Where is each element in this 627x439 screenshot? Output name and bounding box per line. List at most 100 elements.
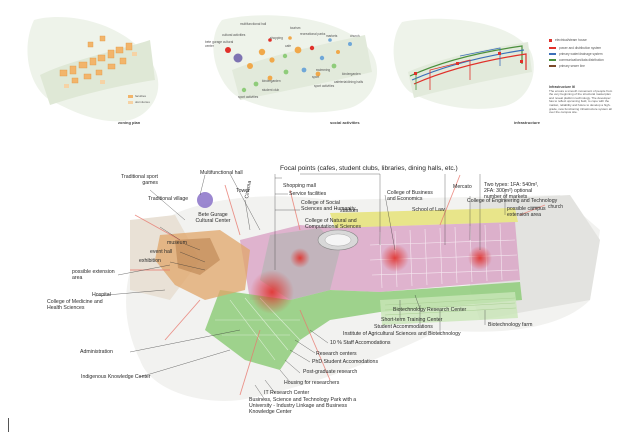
- label-stadium: stadium: [340, 208, 359, 214]
- infra-legend-label: power and distribution system: [559, 46, 602, 50]
- growth-arrows: [130, 174, 546, 396]
- social-label: recreational parks: [300, 32, 326, 36]
- label-bete-gurage: Bete Gurage Cultural Center: [195, 212, 231, 224]
- label-natural-sciences: College of Natural and Computational Sci…: [305, 218, 361, 230]
- label-campus-extension: possible campus extension area: [507, 206, 546, 218]
- zoning-legend-dormitories: dormitories: [128, 100, 150, 104]
- label-biotech-research: Biotechnology Research Center: [393, 307, 467, 313]
- social-label: shopping: [270, 36, 283, 40]
- label-school-of-law: School of Law: [412, 207, 445, 213]
- label-it-research: IT Research Center: [264, 390, 310, 396]
- label-traditional-village: Traditional village: [148, 196, 189, 202]
- label-college-medicine: College of Medicine and Health Sciences: [47, 299, 103, 311]
- water-swatch: [549, 53, 556, 55]
- infrastructure-note-body: The ensure a smooth movement of people f…: [549, 88, 613, 115]
- label-service-facilities: Service facilities: [289, 191, 327, 197]
- label-two-types: Two types: 1FA: 540m², 2FA: 300m²) optio…: [484, 182, 539, 200]
- label-possible-extension: possible extension area: [72, 269, 115, 281]
- label-postgraduate-research: Post-graduate research: [303, 369, 358, 375]
- social-label: cultural activities: [222, 33, 246, 37]
- label-indigenous-center: Indigenous Knowledge Center: [81, 374, 151, 380]
- focal-point-4: [290, 248, 310, 268]
- label-engineering: College of Engineering and Technology: [467, 198, 558, 204]
- social-label: markets: [326, 34, 338, 38]
- social-label: sport activities: [238, 95, 259, 99]
- infrastructure-note-title: Infrastructure Itl: [549, 85, 575, 89]
- law-zone: [330, 208, 518, 228]
- focal-point-1: [250, 270, 294, 314]
- steam-house-swatch: [549, 38, 552, 42]
- label-exhibition: exhibition: [139, 258, 161, 264]
- label-agricultural-institute: Institute of Agricultural Sciences and B…: [343, 331, 461, 337]
- label-multifunctional-hall: Multifunctional hall: [200, 170, 243, 176]
- social-label: student club: [262, 88, 280, 92]
- label-administration: Administration: [80, 349, 113, 355]
- label-biotech-farm: Biotechnology farm: [488, 322, 533, 328]
- faculties-swatch: [128, 94, 133, 98]
- label-mercato: Mercato: [453, 184, 472, 190]
- label-student-accommodations: Student Accommodations: [374, 324, 433, 330]
- farm-rows: [384, 297, 517, 316]
- power-swatch: [549, 47, 556, 49]
- infra-legend-steam-house: electrical/steam house: [549, 38, 587, 42]
- label-church: church: [548, 204, 564, 210]
- stadium-field: [324, 233, 352, 247]
- infra-legend-label: communication/data distribution: [559, 58, 604, 62]
- infra-legend-label: primary water/drainage system: [559, 52, 603, 56]
- label-museum: museum: [167, 240, 187, 246]
- label-research-centers: Research centers: [316, 351, 357, 357]
- social-label: kindergarden: [262, 79, 281, 83]
- zoning-caption: zoning plan: [118, 120, 141, 125]
- label-phd-accommodations: PhD Student Accomodations: [312, 359, 379, 365]
- biotech-farm-field: [380, 292, 518, 325]
- label-social-sciences: College of Social Sciences and Humanity: [301, 200, 356, 212]
- infrastructure-diagram: [393, 18, 534, 109]
- label-tower: Tower: [236, 188, 250, 194]
- social-caption: social activities: [330, 120, 360, 125]
- communication-swatch: [549, 59, 556, 61]
- label-hospital: Hospital: [92, 292, 111, 298]
- label-short-term-training: Short-term Training Center: [381, 317, 443, 323]
- social-label: multifunctional hall: [240, 22, 267, 26]
- social-activities-diagram: [213, 15, 378, 113]
- infrastructure-note: Infrastructure Itl The ensure a smooth m…: [549, 85, 615, 115]
- label-event-hall: event hall: [150, 249, 173, 255]
- page-margin-mark: [8, 418, 9, 432]
- infra-legend-power: power and distribution system: [549, 46, 601, 50]
- social-label: tourism: [290, 26, 301, 30]
- infra-legend-sewer: primary sewer line: [549, 64, 585, 68]
- infra-legend-water: primary water/drainage system: [549, 52, 603, 56]
- label-shopping-mall: Shopping mall: [283, 183, 316, 189]
- focal-point-2: [381, 244, 409, 272]
- sewer-swatch: [549, 65, 556, 67]
- zoning-legend-label: faculties: [135, 94, 147, 98]
- social-label: kindergarden: [342, 72, 361, 76]
- zoning-plan-diagram: [27, 16, 159, 122]
- social-label: church: [350, 34, 360, 38]
- social-label: sport activities: [314, 84, 335, 88]
- dormitories-swatch: [128, 100, 133, 104]
- label-staff-accommodations: 10 % Staff Accomodations: [330, 340, 391, 346]
- social-label: cafe: [285, 44, 292, 48]
- label-science-park: Business, Science and Technology Park wi…: [249, 397, 357, 415]
- traditional-village-circle: [197, 192, 213, 208]
- label-traditional-sport: Traditional sport games: [120, 174, 158, 186]
- social-label: swimming: [316, 68, 331, 72]
- leader-lines: [94, 173, 540, 401]
- label-housing-researchers: Housing for researchers: [284, 380, 340, 386]
- social-label: sport: [312, 75, 320, 79]
- zoning-legend-faculties: faculties: [128, 94, 146, 98]
- infrastructure-caption: infrastructure: [514, 120, 541, 125]
- social-label: bete gurage cultural center: [205, 40, 234, 48]
- label-business: College of Business and Economics: [387, 190, 433, 202]
- infra-legend-label: electrical/steam house: [555, 38, 587, 42]
- social-label: cafeteria/dining halls: [334, 80, 364, 84]
- focal-point-3: [468, 246, 492, 270]
- zoning-legend-label: dormitories: [135, 100, 150, 104]
- focal-points-title: Focal points (cafes, student clubs, libr…: [280, 165, 458, 172]
- infra-legend-communication: communication/data distribution: [549, 58, 604, 62]
- infra-legend-label: primary sewer line: [559, 64, 585, 68]
